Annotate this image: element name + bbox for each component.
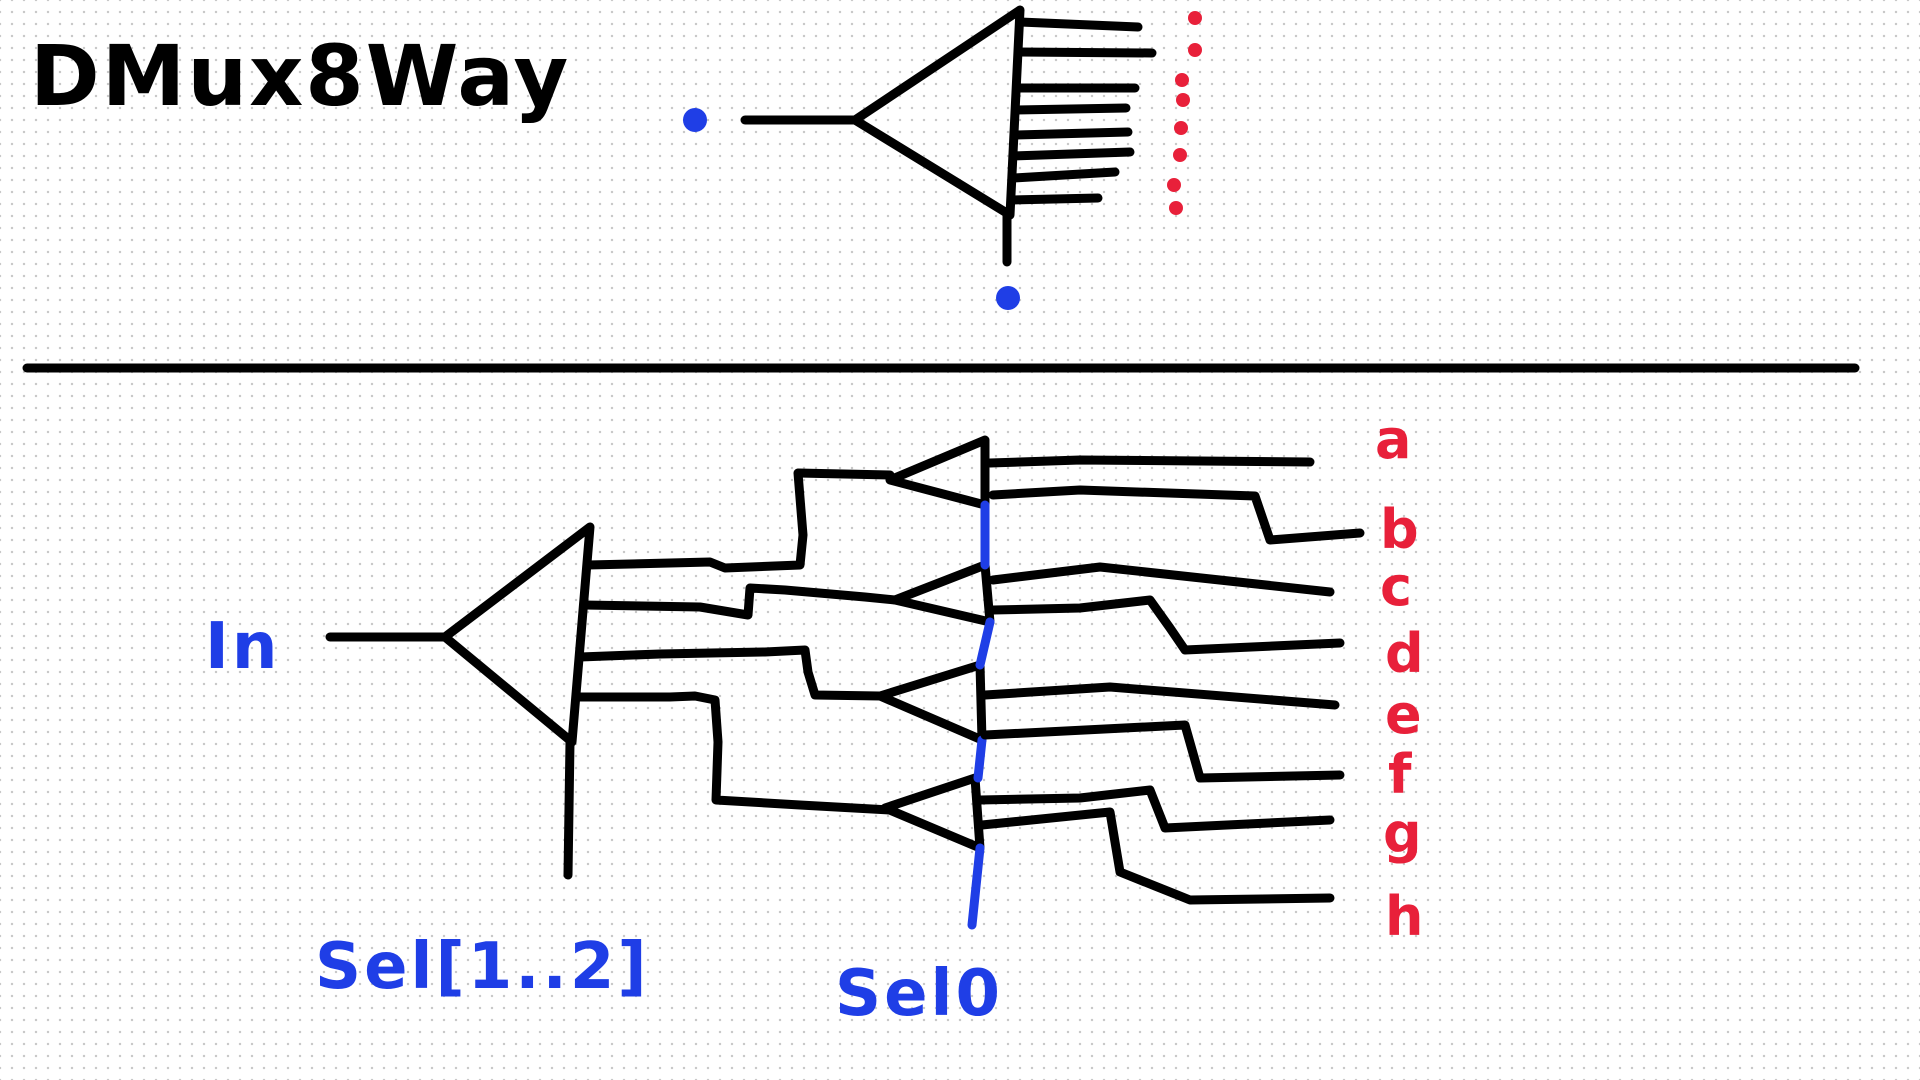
output-label-g: g (1383, 802, 1422, 865)
output-label-h: h (1385, 885, 1423, 948)
symbol-dmux8way (683, 5, 1202, 310)
dmux-1 (885, 435, 990, 510)
sel-high-wire (563, 737, 575, 880)
output-wires (975, 455, 1365, 905)
symbol-input-dot (683, 108, 707, 132)
stage1-output-wires (571, 468, 900, 815)
symbol-demux-triangle (850, 5, 1025, 220)
output-label-a: a (1375, 408, 1411, 471)
dmux-stage2 (875, 435, 995, 853)
sel-high-label: Sel[1..2] (315, 930, 650, 1004)
output-label-e: e (1385, 683, 1422, 746)
output-label-b: b (1380, 498, 1419, 561)
dmux-3 (875, 660, 987, 745)
symbol-output-wires (1007, 17, 1157, 205)
dmux-4 (880, 773, 985, 853)
input-label: In (205, 610, 280, 684)
output-label-d: d (1385, 622, 1424, 685)
sel-low-label: Sel0 (835, 957, 1003, 1031)
symbol-select-dot (996, 286, 1020, 310)
output-label-c: c (1380, 555, 1412, 618)
dmux-2 (890, 560, 995, 627)
diagram-title: DMux8Way (30, 27, 570, 125)
dmux4way-triangle (440, 522, 595, 747)
implementation: In Sel[1..2] Sel0 (205, 408, 1424, 1031)
output-labels: a b c d e f g h (1375, 408, 1424, 948)
output-label-f: f (1388, 743, 1412, 806)
sel-low-wire (967, 500, 995, 930)
symbol-output-dots (1167, 11, 1202, 215)
